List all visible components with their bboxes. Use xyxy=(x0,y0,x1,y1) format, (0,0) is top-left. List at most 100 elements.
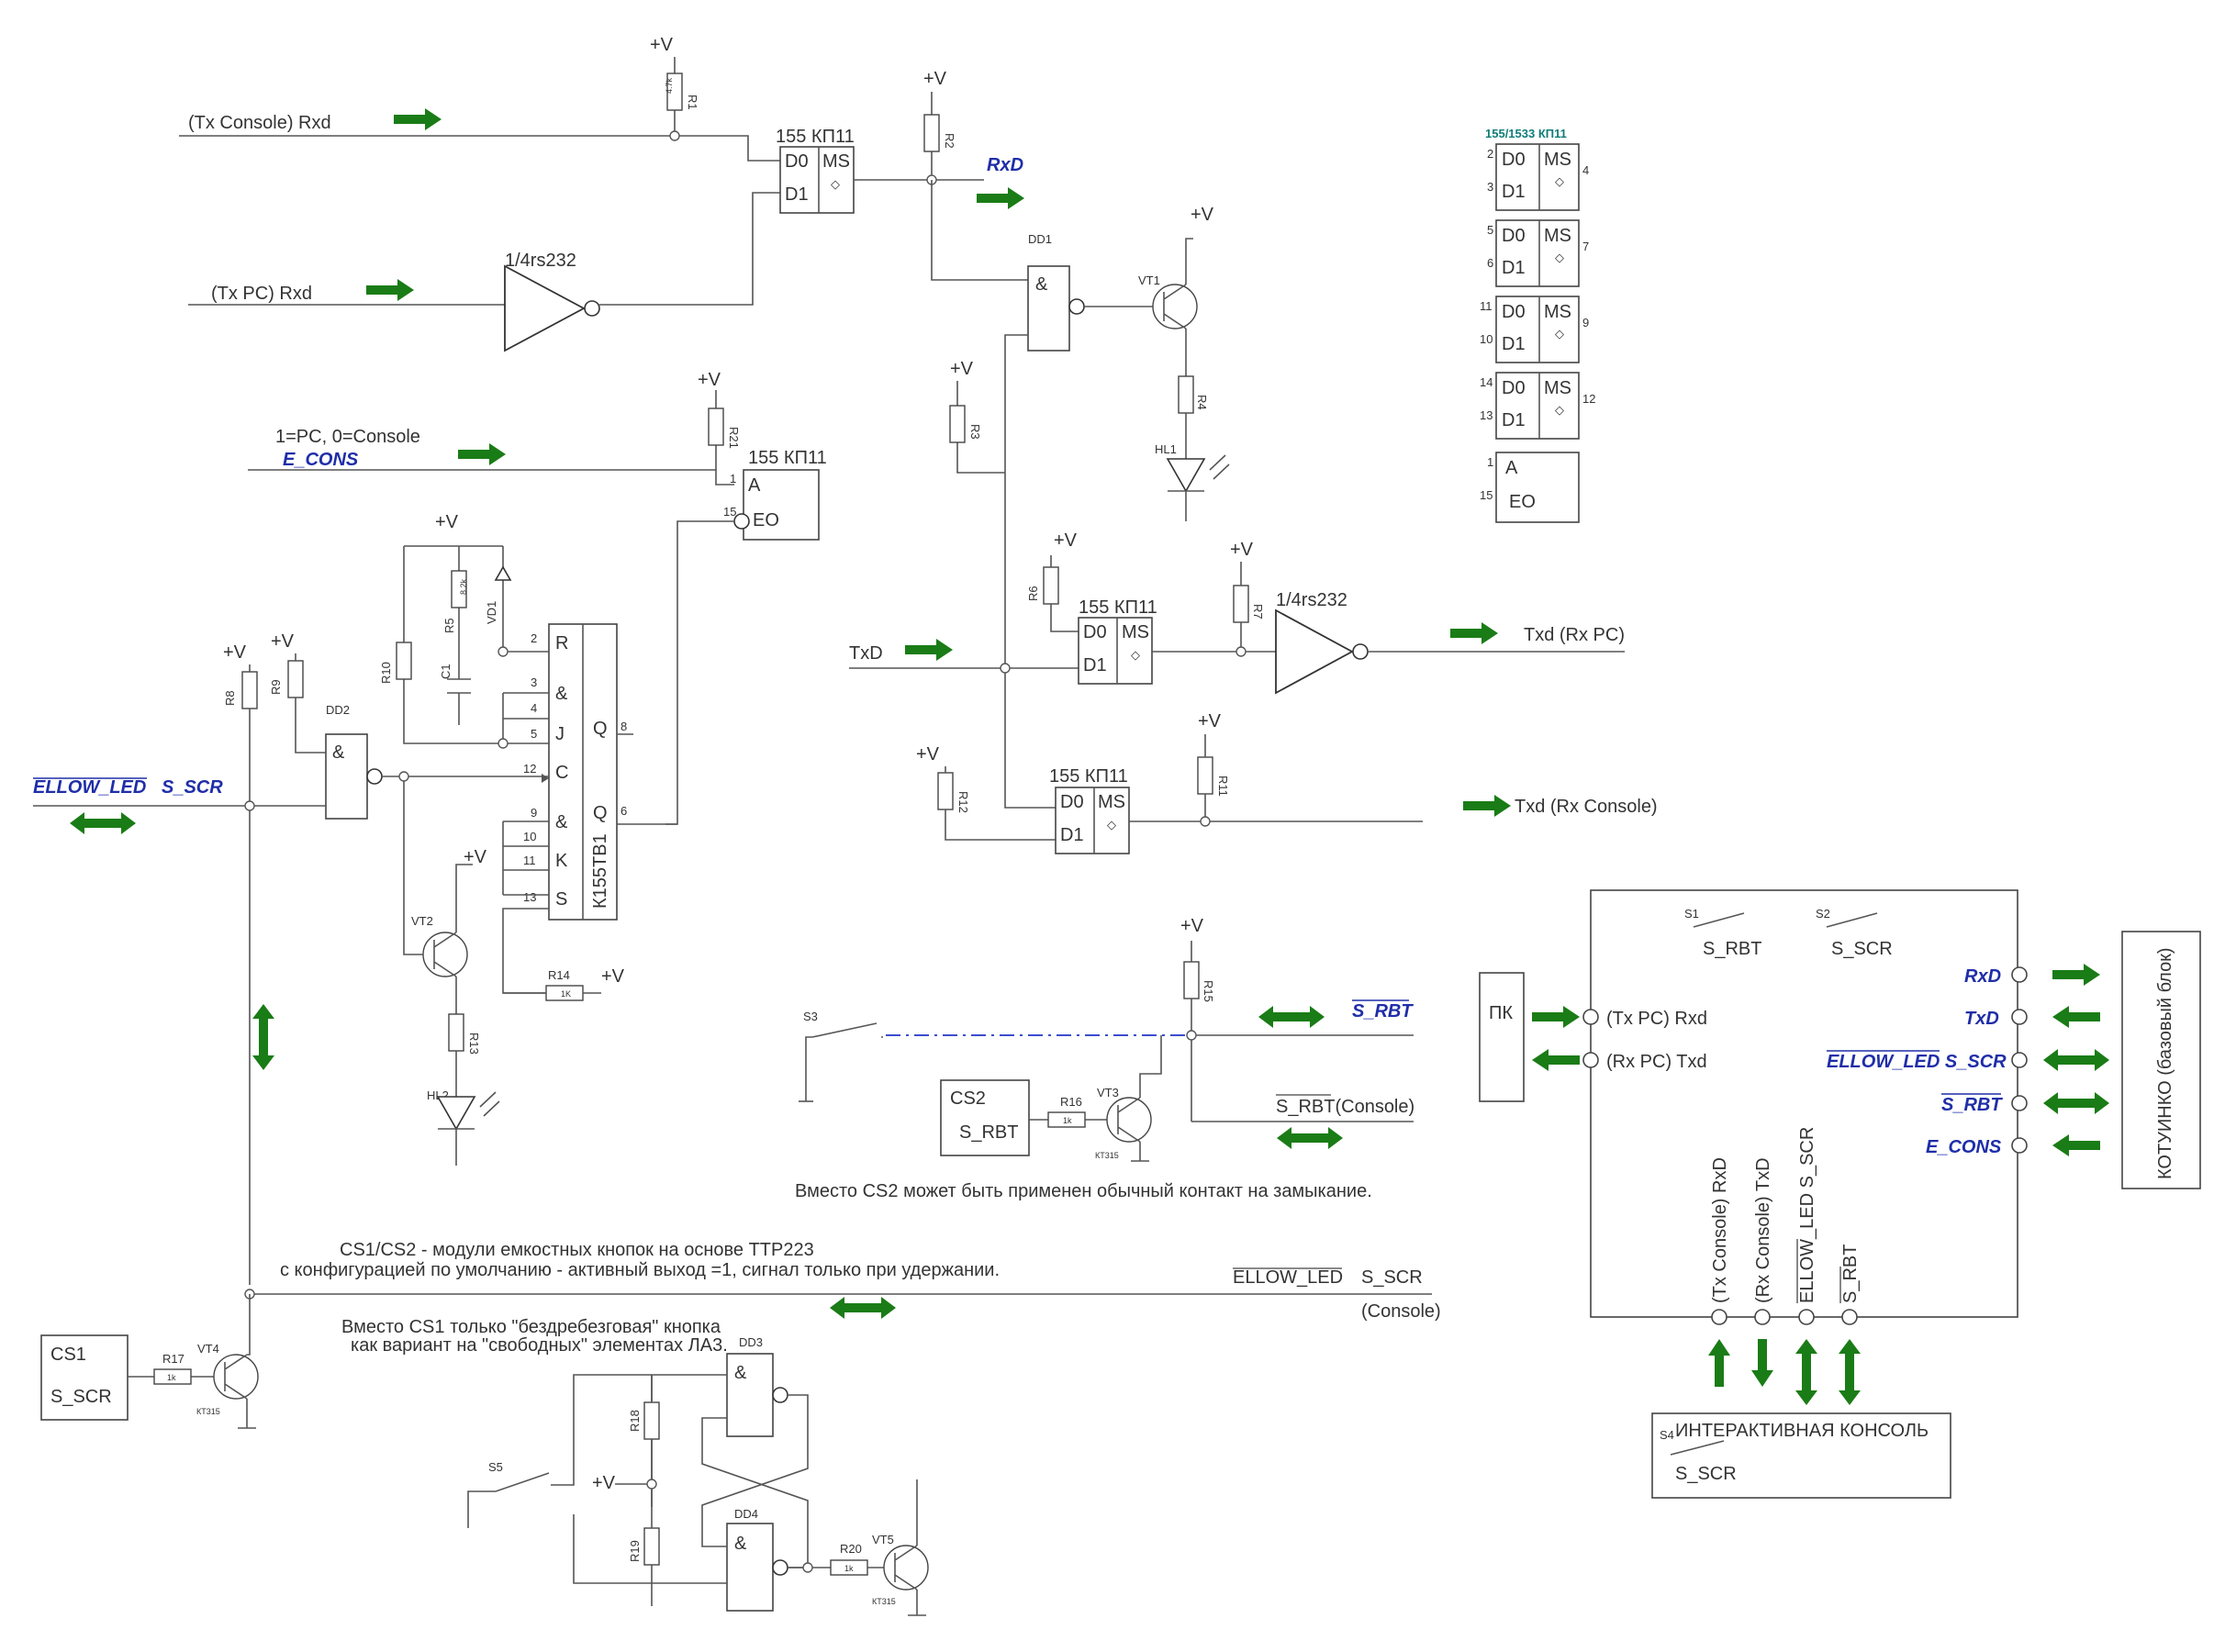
port-ellow-scr-console-label: ELLOW_LED S_SCR xyxy=(1797,1127,1817,1303)
value-label: 1k xyxy=(844,1564,854,1573)
select-e-cons: 1=PC, 0=Console E_CONS +V R21 xyxy=(248,370,741,486)
pin-number: 9 xyxy=(1582,316,1589,329)
bidirectional-arrow-icon xyxy=(830,1297,896,1319)
port-rx-console-icon xyxy=(1754,1309,1771,1325)
port-tx-console-icon xyxy=(1711,1309,1727,1325)
bidirectional-arrow-icon xyxy=(1258,1006,1325,1028)
dd3-label: DD3 xyxy=(739,1335,763,1349)
port-e-cons-icon xyxy=(2011,1137,2028,1154)
rs232-label: 1/4rs232 xyxy=(1276,590,1347,610)
ref-r1: R1 xyxy=(686,95,699,110)
pin-d1: D1 xyxy=(1502,410,1526,430)
debounce-circuit: DD3 & DD4 & +V R18 R19 S5 xyxy=(467,1335,831,1612)
ref-r10: R10 xyxy=(379,662,393,684)
gate-dd1: DD1 & xyxy=(1004,232,1157,459)
cs1-note-line-1: Вместо CS1 только "бездребезговая" кнопк… xyxy=(341,1317,721,1337)
value-label: 4.7k xyxy=(665,77,674,94)
port-s-rbt-console-icon xyxy=(1841,1309,1858,1325)
resistor-r8: +V R8 xyxy=(33,642,326,1285)
svg-text:◇: ◇ xyxy=(1107,818,1116,832)
pin-number: 4 xyxy=(531,701,537,715)
arrow-right-icon xyxy=(366,279,414,301)
port-s-rbt-icon xyxy=(2011,1095,2028,1111)
ref-r3: R3 xyxy=(968,424,982,440)
transistor-vt4: VT4 КТ315 xyxy=(196,1294,259,1429)
value-label: 1k xyxy=(1063,1116,1072,1125)
rs232-label: 1/4rs232 xyxy=(505,251,576,271)
ref-s4: S4 xyxy=(1660,1428,1674,1442)
transistor-vt3: VT3 КТ315 xyxy=(1095,1035,1162,1162)
pin-d0: D0 xyxy=(1060,792,1084,812)
s1-label: S_RBT xyxy=(1703,939,1761,959)
pin-number: 1 xyxy=(1487,455,1493,469)
port-s-rbt-label: S_RBT xyxy=(1941,1095,2003,1115)
pin-d0: D0 xyxy=(1502,302,1526,322)
pin-s: S xyxy=(555,889,567,910)
pin-d0: D0 xyxy=(1502,150,1526,170)
dd1-label: DD1 xyxy=(1028,232,1052,246)
ref-r9: R9 xyxy=(269,679,283,695)
dd4-label: DD4 xyxy=(734,1507,758,1521)
pin-d1: D1 xyxy=(1502,334,1526,354)
pin-number: 5 xyxy=(531,727,537,741)
resistor-r1: +V 4.7k R1 xyxy=(650,35,699,141)
label-tx-console-rxd: (Tx Console) Rxd xyxy=(188,113,331,133)
and-symbol: & xyxy=(734,1534,747,1554)
arrow-left-icon xyxy=(1532,1049,1580,1071)
pin-number: 4 xyxy=(1582,163,1589,177)
ref-s5: S5 xyxy=(488,1460,503,1474)
arrow-right-icon xyxy=(1450,622,1498,644)
signal-s-rbt: S_RBT S_RBT(Console) xyxy=(1258,999,1414,1149)
arrow-down-icon xyxy=(1751,1339,1773,1387)
ref-hl1: HL1 xyxy=(1155,442,1177,456)
svg-text:◇: ◇ xyxy=(1555,174,1564,188)
arrow-right-icon xyxy=(905,639,953,661)
bidirectional-arrow-icon xyxy=(1277,1127,1343,1149)
ref-r5: R5 xyxy=(442,618,456,633)
cs-note-line-1: CS1/CS2 - модули емкостных кнопок на осн… xyxy=(340,1240,814,1260)
cs2-title: CS2 xyxy=(950,1088,986,1109)
arrow-right-icon xyxy=(1532,1006,1580,1028)
pin-c: C xyxy=(555,763,568,783)
svg-text:◇: ◇ xyxy=(1131,648,1140,662)
ref-vt1: VT1 xyxy=(1138,273,1160,287)
pin-j: J xyxy=(555,724,565,744)
gate-dd2: DD2 & xyxy=(325,703,549,955)
ref-r16: R16 xyxy=(1060,1095,1082,1109)
arrow-right-icon xyxy=(394,108,442,130)
port-txd-label: TxD xyxy=(1964,1009,1999,1029)
vplus-label: +V xyxy=(223,642,247,663)
pin-ms: MS xyxy=(1544,226,1571,246)
port-rx-pc-label: (Rx PC) Txd xyxy=(1606,1052,1707,1072)
vplus-label: +V xyxy=(950,359,974,379)
e-cons-label: E_CONS xyxy=(283,450,359,470)
pin-nq: Q xyxy=(593,803,608,823)
pin-number: 10 xyxy=(523,830,536,843)
module-cs2: CS2 S_RBT R16 1k xyxy=(940,1079,1111,1156)
input-tx-console-rxd: (Tx Console) Rxd xyxy=(179,108,780,162)
vplus-label: +V xyxy=(271,631,295,652)
pc-label: ПК xyxy=(1489,1003,1513,1023)
s4-label: S_SCR xyxy=(1675,1464,1737,1484)
cs-note-line-2: с конфигурацией по умолчанию - активный … xyxy=(280,1260,1000,1280)
arrow-right-icon xyxy=(977,187,1024,209)
vplus-label: +V xyxy=(1191,205,1214,225)
port-ellow-scr-label: ELLOW_LED S_SCR xyxy=(1827,1052,2007,1072)
rs232-inverter-1: 1/4rs232 xyxy=(504,192,780,352)
mux-title: 155 КП11 xyxy=(1049,766,1128,787)
ref-s3: S3 xyxy=(803,1010,818,1023)
ref-r21: R21 xyxy=(727,427,741,449)
port-tx-pc-icon xyxy=(1582,1009,1599,1025)
bidirectional-arrow-icon xyxy=(70,812,136,834)
kotuinko-label: КОТУИНКО (базовый блок) xyxy=(2155,947,2175,1179)
pin-number: 12 xyxy=(523,762,536,776)
pin-number: 1 xyxy=(730,472,736,486)
pin-d1: D1 xyxy=(1502,182,1526,202)
transistor-type: КТ315 xyxy=(872,1597,896,1606)
ref-r12: R12 xyxy=(956,791,970,813)
trigger-type: К155ТВ1 xyxy=(590,833,610,909)
arrow-left-icon xyxy=(2052,1006,2100,1028)
ref-vt2: VT2 xyxy=(411,914,433,928)
ellow-led-console-label: ELLOW_LED xyxy=(1233,1267,1343,1288)
ref-r18: R18 xyxy=(628,1410,642,1432)
